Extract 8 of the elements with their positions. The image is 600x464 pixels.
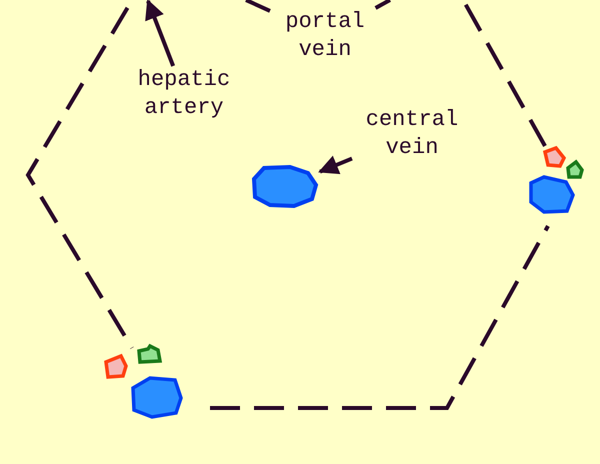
leader-line	[374, 0, 391, 10]
arrow	[145, 0, 176, 67]
arrow	[318, 156, 353, 174]
vessel-label: portal vein	[270, 8, 380, 64]
vessel-label: central vein	[352, 106, 472, 162]
leader-line	[245, 0, 271, 13]
central-vein-section	[250, 163, 320, 209]
vessel-label: hepatic artery	[118, 66, 250, 122]
